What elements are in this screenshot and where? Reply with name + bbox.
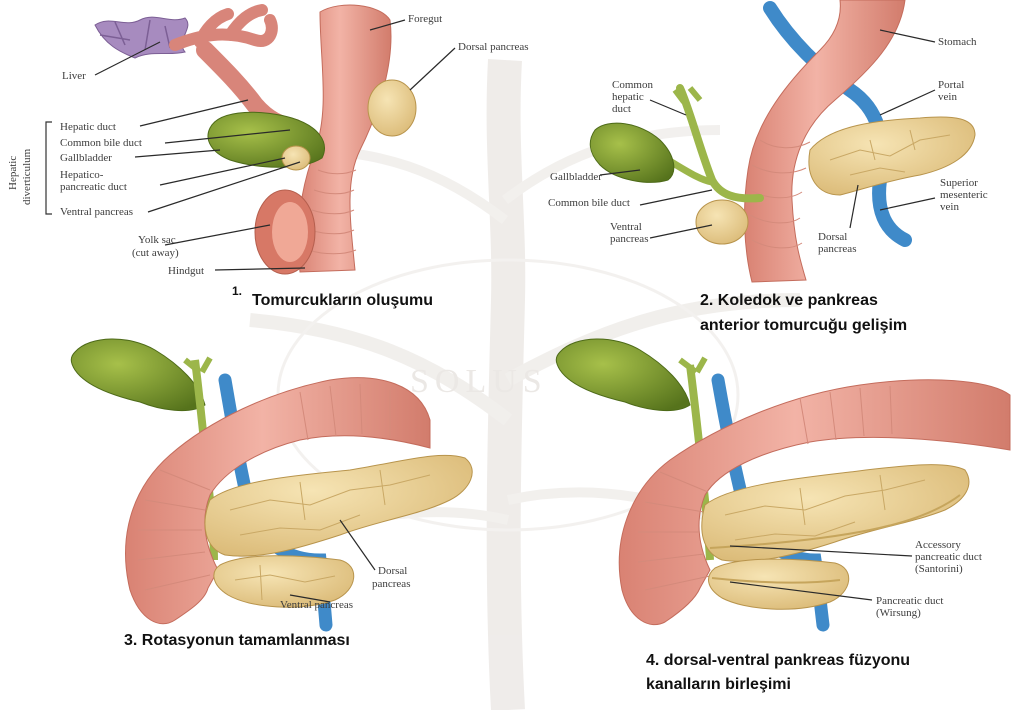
- panel-1-caption: Tomurcukların oluşumu: [252, 292, 433, 309]
- svg-text:SOLUS: SOLUS: [410, 363, 548, 400]
- label-dorsal-pancreas-1: Dorsal: [378, 565, 407, 577]
- label-common-hepatic-duct-3: duct: [612, 103, 631, 115]
- gallbladder: [556, 339, 690, 411]
- label-dorsal-pancreas-2: pancreas: [372, 578, 410, 590]
- hepatic-duct-branches: [175, 10, 295, 128]
- label-hepatic-diverticulum-1: Hepatic: [7, 156, 19, 190]
- label-dorsal-pancreas: Dorsal pancreas: [458, 41, 529, 53]
- label-gallbladder: Gallbladder: [60, 152, 112, 164]
- hepatic-diverticulum-bracket: [46, 122, 52, 214]
- panel-1-number: 1.: [232, 284, 242, 298]
- label-yolk-sac-2: (cut away): [132, 247, 179, 259]
- label-superior-mesenteric-vein-2: mesenteric: [940, 189, 988, 201]
- label-common-bile-duct: Common bile duct: [548, 197, 630, 209]
- label-common-hepatic-duct-2: hepatic: [612, 91, 644, 103]
- label-superior-mesenteric-vein-1: Superior: [940, 177, 978, 189]
- label-portal-vein-2: vein: [938, 91, 957, 103]
- label-ventral-pancreas-2: pancreas: [610, 233, 648, 245]
- panel-2-caption-line-1: 2. Koledok ve pankreas: [700, 292, 878, 309]
- ventral-pancreas: [709, 559, 849, 609]
- label-dorsal-pancreas-1: Dorsal: [818, 231, 847, 243]
- label-hindgut: Hindgut: [168, 265, 204, 277]
- yolk-sac: [255, 190, 315, 274]
- label-stomach: Stomach: [938, 36, 977, 48]
- label-accessory-duct-2: pancreatic duct: [915, 551, 982, 563]
- panel-2-caption-line-2: anterior tomurcuğu gelişim: [700, 317, 907, 334]
- label-foregut: Foregut: [408, 13, 442, 25]
- dorsal-pancreas-bud: [368, 80, 416, 136]
- panel-4-caption-line-1: 4. dorsal-ventral pankreas füzyonu: [646, 652, 910, 669]
- label-superior-mesenteric-vein-3: vein: [940, 201, 959, 213]
- label-ventral-pancreas-1: Ventral: [610, 221, 642, 233]
- label-ventral-pancreas: Ventral pancreas: [280, 599, 353, 611]
- panel-2-duct-development: Stomach Common hepatic duct Portal vein …: [548, 0, 988, 334]
- label-accessory-duct-3: (Santorini): [915, 563, 963, 575]
- label-pancreatic-duct-2: (Wirsung): [876, 607, 921, 619]
- label-pancreatic-duct-1: Pancreatic duct: [876, 595, 944, 607]
- gallbladder: [71, 339, 205, 411]
- label-hepatic-duct: Hepatic duct: [60, 121, 116, 133]
- panel-4-fusion-ducts: Accessory pancreatic duct (Santorini) Pa…: [556, 339, 1010, 693]
- label-yolk-sac-1: Yolk sac: [138, 234, 176, 246]
- label-dorsal-pancreas-2: pancreas: [818, 243, 856, 255]
- panel-4-caption-line-2: kanalların birleşimi: [646, 676, 791, 693]
- label-hepatopancreatic-duct-2: pancreatic duct: [60, 181, 127, 193]
- label-gallbladder: Gallbladder: [550, 171, 602, 183]
- label-ventral-pancreas: Ventral pancreas: [60, 206, 133, 218]
- label-accessory-duct-1: Accessory: [915, 539, 961, 551]
- panel-3-caption: 3. Rotasyonun tamamlanması: [124, 632, 350, 649]
- label-liver: Liver: [62, 70, 86, 82]
- label-portal-vein-1: Portal: [938, 79, 964, 91]
- label-common-hepatic-duct-1: Common: [612, 79, 653, 91]
- label-common-bile-duct: Common bile duct: [60, 137, 142, 149]
- label-hepatopancreatic-duct-1: Hepatico-: [60, 169, 104, 181]
- label-hepatic-diverticulum-2: diverticulum: [21, 148, 33, 205]
- ventral-pancreas: [696, 200, 748, 244]
